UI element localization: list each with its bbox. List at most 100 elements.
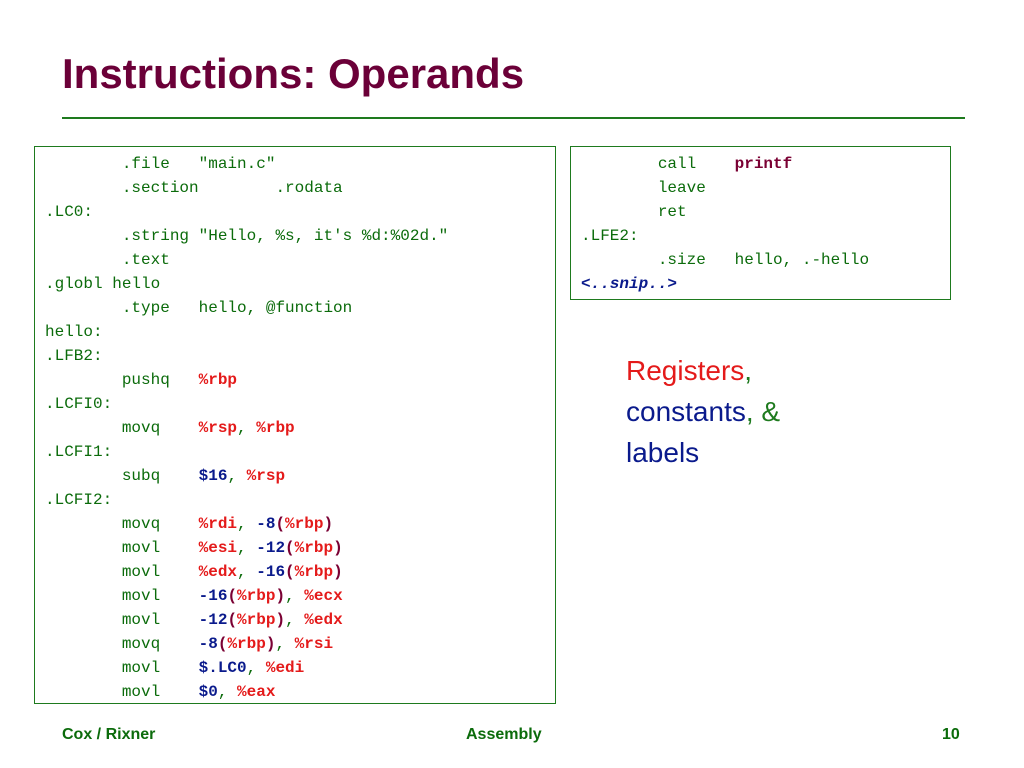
code-line: movq %rdi, -8(%rbp) [45, 512, 448, 536]
code-text: movq [45, 635, 199, 653]
code-line: .section .rodata [45, 176, 448, 200]
code-text: subq [45, 467, 199, 485]
code-text: , [237, 539, 257, 557]
code-text: , [275, 635, 295, 653]
code-line: pushq %rbp [45, 368, 448, 392]
code-text: .string "Hello, %s, it's %d:%02d." [45, 227, 449, 245]
code-text: hello: [45, 323, 103, 341]
code-line: .LFE2: [581, 224, 869, 248]
code-text: movl [45, 587, 199, 605]
operand-legend: Registers, constants, & labels [626, 350, 886, 473]
code-line: .LCFI1: [45, 440, 448, 464]
legend-comma: , [744, 355, 753, 386]
code-text: , [237, 419, 257, 437]
code-line: movl %edx, -16(%rbp) [45, 560, 448, 584]
register-operand: %rbp [294, 563, 334, 581]
register-operand: %rbp [198, 371, 238, 389]
register-operand: %rbp [294, 539, 334, 557]
code-line: leave [581, 176, 869, 200]
code-text: , [246, 659, 266, 677]
code-text: movq [45, 419, 199, 437]
code-line: movl -16(%rbp), %ecx [45, 584, 448, 608]
code-text: , [237, 563, 257, 581]
code-text: , [237, 515, 257, 533]
register-operand: %rsi [294, 635, 334, 653]
register-operand: %rsp [198, 419, 238, 437]
register-operand: %ecx [304, 587, 343, 605]
code-text: leave [581, 179, 706, 197]
legend-ampersand: & [761, 396, 781, 427]
register-operand: %rbp [285, 515, 324, 533]
constant-operand: -8 [198, 635, 218, 653]
code-symbol: ( [285, 563, 295, 581]
register-operand: %rdi [198, 515, 238, 533]
code-symbol: ( [227, 611, 238, 629]
code-text: call [581, 155, 735, 173]
register-operand: %eax [237, 683, 276, 701]
register-operand: %esi [198, 539, 238, 557]
code-symbol: ) [275, 587, 286, 605]
code-text: movq [45, 515, 199, 533]
constant-operand: $.LC0 [198, 659, 247, 677]
code-line: movl -12(%rbp), %edx [45, 608, 448, 632]
code-line: movq %rsp, %rbp [45, 416, 448, 440]
code-symbol: ) [265, 635, 276, 653]
code-text: .type hello, @function [45, 299, 353, 317]
register-operand: %rsp [246, 467, 286, 485]
code-text: , [285, 587, 305, 605]
register-operand: %rbp [237, 611, 276, 629]
code-text: movl [45, 611, 199, 629]
constant-operand: -16 [198, 587, 228, 605]
register-operand: %rbp [227, 635, 266, 653]
register-operand: %edx [304, 611, 343, 629]
code-text: ret [581, 203, 687, 221]
code-text: pushq [45, 371, 199, 389]
snip-marker: <..snip..> [581, 275, 678, 293]
code-line: .string "Hello, %s, it's %d:%02d." [45, 224, 448, 248]
register-operand: %rbp [237, 587, 276, 605]
code-symbol: printf [734, 155, 793, 173]
code-line: .size hello, .-hello [581, 248, 869, 272]
code-line: .file "main.c" [45, 152, 448, 176]
code-line: .LCFI0: [45, 392, 448, 416]
code-text: .LFB2: [45, 347, 103, 365]
code-lines-main: .file "main.c" .section .rodata .LC0: .st… [45, 152, 448, 704]
code-text: .LCFI2: [45, 491, 113, 509]
code-text: movl [45, 659, 199, 677]
code-text: .LCFI1: [45, 443, 113, 461]
register-operand: %rbp [256, 419, 295, 437]
code-text: .section .rodata [45, 179, 343, 197]
code-text: , [285, 611, 305, 629]
legend-labels: labels [626, 437, 700, 468]
code-line: call printf [581, 152, 869, 176]
footer-topic: Assembly [466, 726, 542, 743]
code-symbol: ( [275, 515, 286, 533]
constant-operand: -12 [256, 539, 286, 557]
legend-registers: Registers [626, 355, 745, 386]
code-symbol: ) [333, 539, 343, 557]
code-symbol: ) [275, 611, 286, 629]
code-text: .LC0: [45, 203, 94, 221]
code-symbol: ( [285, 539, 295, 557]
code-line: .LCFI2: [45, 488, 448, 512]
code-symbol: ( [217, 635, 228, 653]
constant-operand: $16 [198, 467, 228, 485]
code-text: , [227, 467, 247, 485]
constant-operand: -16 [256, 563, 286, 581]
code-text: .LCFI0: [45, 395, 113, 413]
code-text: .size hello, .-hello [581, 251, 870, 269]
footer-authors: Cox / Rixner [62, 726, 156, 743]
slide-title: Instructions: Operands [62, 50, 525, 97]
code-line: movq -8(%rbp), %rsi [45, 632, 448, 656]
code-symbol: ( [227, 587, 238, 605]
footer-page-number: 10 [942, 726, 960, 743]
code-text: .LFE2: [581, 227, 639, 245]
code-text: .globl hello [45, 275, 161, 293]
code-text: movl [45, 539, 199, 557]
code-line: subq $16, %rsp [45, 464, 448, 488]
code-symbol: ) [323, 515, 334, 533]
register-operand: %edx [198, 563, 238, 581]
code-listing-continued: call printf leave ret .LFE2: .size hello,… [570, 146, 951, 300]
code-line: .LFB2: [45, 344, 448, 368]
code-line: movl $.LC0, %edi [45, 656, 448, 680]
